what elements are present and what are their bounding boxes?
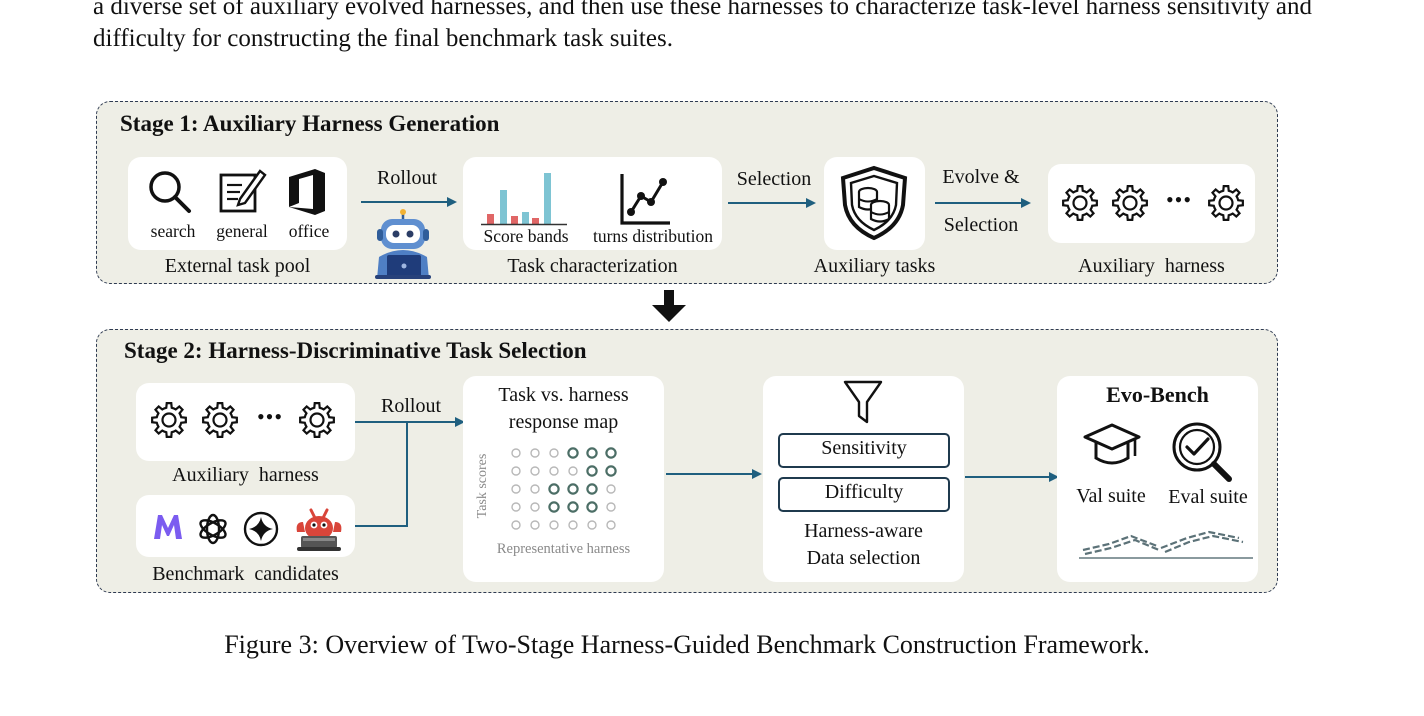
robot-icon: [375, 209, 431, 279]
stage-1-title: Stage 1: Auxiliary Harness Generation: [120, 111, 500, 136]
response-dot: [586, 483, 598, 495]
response-map-dot-grid: [511, 447, 617, 530]
response-dot: [568, 466, 578, 476]
gear-icon: [1208, 185, 1244, 221]
task-pool-item-general: general: [216, 221, 268, 241]
evolve-selection-arrow: [935, 198, 1031, 208]
sparkle-logo-icon: [243, 511, 279, 547]
data-selection-label-line-1: Harness-aware: [804, 520, 923, 542]
response-dot: [530, 520, 540, 530]
response-dot: [568, 520, 578, 530]
response-dot: [567, 483, 579, 495]
eval-suite-label: Eval suite: [1168, 486, 1248, 508]
response-dot: [606, 484, 616, 494]
data-selection-label-line-2: Data selection: [806, 547, 921, 569]
response-dot: [530, 484, 540, 494]
response-dot: [530, 466, 540, 476]
rollout-connector-2: [355, 417, 465, 527]
selection-arrow-label: Selection: [736, 168, 812, 190]
sensitivity-criterion: Sensitivity: [778, 433, 950, 468]
response-dot: [586, 447, 598, 459]
auxiliary-harness-label-1: Auxiliary harness: [1078, 255, 1225, 277]
response-dot: [586, 465, 598, 477]
stage-2-panel: Stage 2: Harness-Discriminative Task Sel…: [96, 329, 1278, 593]
evo-bench-title: Evo-Bench: [1106, 382, 1209, 407]
response-map-x-axis-label: Representative harness: [496, 541, 631, 557]
task-pool-item-search: search: [150, 221, 196, 241]
response-dot: [549, 466, 559, 476]
auxiliary-harness-card-2: [136, 383, 355, 461]
gear-icon: [1062, 185, 1098, 221]
response-dot: [587, 520, 597, 530]
response-dot: [549, 520, 559, 530]
gear-icon: [1112, 185, 1148, 221]
magnifier-check-icon: [1172, 422, 1232, 482]
response-dot: [567, 501, 579, 513]
response-map-title-line-1: Task vs. harness: [498, 384, 629, 406]
purple-m-logo-icon: [154, 515, 182, 539]
gear-icon: [151, 402, 187, 438]
stage-2-title: Stage 2: Harness-Discriminative Task Sel…: [124, 338, 587, 363]
graduation-cap-icon: [1083, 423, 1141, 465]
response-map-card: [463, 376, 664, 582]
gear-icon: [299, 402, 335, 438]
map-to-selection-arrow: [666, 469, 762, 479]
evo-bench-card: [1057, 376, 1258, 582]
filter-funnel-icon: [843, 380, 883, 424]
response-dot: [605, 447, 617, 459]
response-dot: [549, 448, 559, 458]
selection-to-evobench-arrow: [965, 472, 1059, 482]
benchmark-candidates-label: Benchmark candidates: [152, 563, 339, 585]
auxiliary-harness-label-2: Auxiliary harness: [172, 464, 319, 486]
rollout-arrow-label-2: Rollout: [380, 395, 441, 417]
response-dot: [586, 501, 598, 513]
response-dot: [606, 502, 616, 512]
harness-ellipsis-2: •••: [256, 404, 284, 429]
task-pool-item-office: office: [288, 221, 330, 241]
shield-database-icon: [840, 165, 908, 241]
task-characterization-label: Task characterization: [507, 255, 678, 277]
response-dot: [548, 483, 560, 495]
openai-logo-icon: [199, 513, 227, 545]
turns-distribution-icon: [620, 174, 670, 225]
response-dot: [511, 502, 521, 512]
response-dot: [567, 447, 579, 459]
office-icon: [289, 169, 325, 215]
gear-icon: [202, 402, 238, 438]
crab-mascot-icon: [296, 508, 342, 551]
rollout-arrow-1: [361, 197, 457, 207]
difficulty-criterion: Difficulty: [778, 477, 950, 512]
turns-distribution-label: turns distribution: [592, 226, 714, 246]
down-arrow-icon: [652, 290, 686, 322]
stage-1-panel: Stage 1: Auxiliary Harness Generation se…: [96, 101, 1278, 284]
search-icon: [149, 171, 191, 213]
score-bands-chart: [481, 173, 567, 226]
response-map-y-axis-label: Task scores: [475, 453, 490, 519]
response-dot: [511, 484, 521, 494]
suite-trend-sketch-icon: [1079, 530, 1253, 559]
response-dot: [605, 465, 617, 477]
edit-document-icon: [219, 169, 267, 213]
response-map-title-line-2: response map: [508, 411, 619, 433]
figure-caption: Figure 3: Overview of Two-Stage Harness-…: [224, 630, 1150, 659]
evolve-arrow-label-top: Evolve &: [942, 166, 1020, 188]
response-dot: [511, 448, 521, 458]
val-suite-label: Val suite: [1076, 485, 1146, 507]
evolve-arrow-label-bottom: Selection: [943, 214, 1019, 236]
response-dot: [530, 448, 540, 458]
rollout-arrow-label-1: Rollout: [376, 167, 437, 189]
intro-paragraph: a diverse set of auxiliary evolved harne…: [93, 0, 1313, 52]
response-dot: [606, 520, 616, 530]
selection-arrow: [728, 198, 816, 208]
response-dot: [511, 466, 521, 476]
response-dot: [511, 520, 521, 530]
auxiliary-tasks-label: Auxiliary tasks: [813, 255, 936, 277]
external-task-pool-label: External task pool: [164, 255, 311, 277]
response-dot: [530, 502, 540, 512]
harness-ellipsis: •••: [1165, 187, 1193, 212]
response-dot: [548, 501, 560, 513]
score-bands-label: Score bands: [483, 226, 569, 246]
